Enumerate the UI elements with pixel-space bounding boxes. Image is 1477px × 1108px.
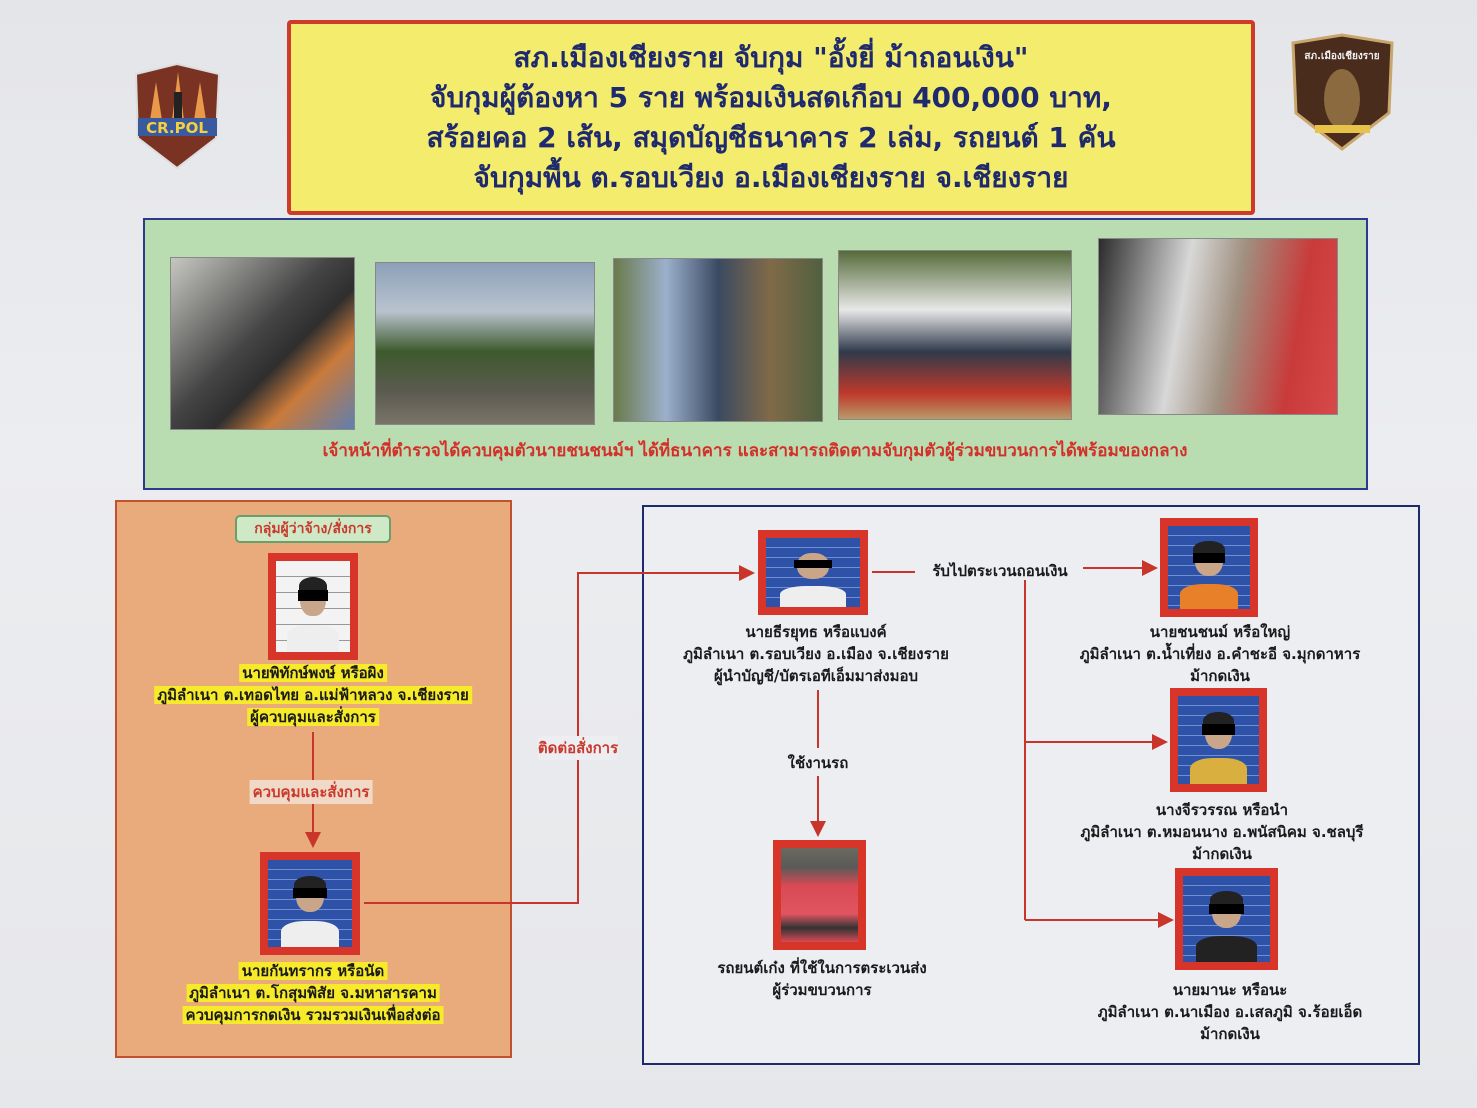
person-4-role: ม้ากดเงิน [1190, 667, 1250, 685]
car-use-label: ใช้งานรถ [787, 754, 849, 772]
employer-group-label: กลุ่มผู้ว่าจ้าง/สั่งการ [235, 515, 391, 543]
mugshot-person-3 [758, 530, 868, 615]
svg-text:สภ.เมืองเชียงราย: สภ.เมืองเชียงราย [1304, 50, 1379, 62]
person-1-hometown: ภูมิลำเนา ต.เทอดไทย อ.แม่ฟ้าหลวง จ.เชียง… [154, 686, 472, 704]
person-6-hometown: ภูมิลำเนา ต.นาเมือง อ.เสลภูมิ จ.ร้อยเอ็ด [1097, 1003, 1363, 1021]
withdraw-label: รับไปตระเวนถอนเงิน [932, 562, 1068, 580]
mugshot-person-5 [1170, 688, 1267, 792]
person-1-role: ผู้ควบคุมและสั่งการ [247, 708, 379, 726]
contact-command-label: ติดต่อสั่งการ [537, 736, 619, 760]
mugshot-person-1 [268, 553, 358, 660]
person-4-name: นายชนชนม์ หรือใหญ่ [1149, 623, 1291, 641]
person-3-role: ผู้นำบัญชี/บัตรเอทีเอ็มมาส่งมอบ [713, 667, 918, 685]
mueang-chiang-rai-police-logo: สภ.เมืองเชียงราย [1285, 33, 1400, 153]
arrest-photo-2 [375, 262, 595, 425]
person-3-info: นายธีรยุทธ หรือแบงค์ ภูมิลำเนา ต.รอบเวีย… [683, 621, 949, 687]
control-command-label: ควบคุมและสั่งการ [249, 780, 373, 804]
person-5-info: นางจีรวรรณ หรือนำ ภูมิลำเนา ต.หมอนนาง อ.… [1081, 799, 1364, 865]
mugshot-person-6 [1175, 868, 1278, 970]
arrest-photo-3 [613, 258, 823, 422]
person-3-name: นายธีรยุทธ หรือแบงค์ [745, 623, 887, 641]
arrest-photo-4 [838, 250, 1072, 420]
person-6-info: นายมานะ หรือนะ ภูมิลำเนา ต.นาเมือง อ.เสล… [1098, 979, 1363, 1045]
person-1-name: นายพิทักษ์พงษ์ หรือผิง [239, 664, 387, 682]
person-5-role: ม้ากดเงิน [1192, 845, 1252, 863]
arrest-photo-5 [1098, 238, 1338, 415]
person-2-info: นายกันทรากร หรือนัด ภูมิลำเนา ต.โกสุมพิส… [182, 960, 444, 1026]
car-info: รถยนต์เก๋ง ที่ใช้ในการตระเวนส่ง ผู้ร่วมข… [717, 957, 926, 1001]
photos-caption: เจ้าหน้าที่ตำรวจได้ควบคุมตัวนายชนชนม์ฯ ไ… [322, 441, 1188, 461]
svg-text:CR.POL: CR.POL [146, 119, 208, 137]
arrest-photo-1 [170, 257, 355, 430]
person-1-info: นายพิทักษ์พงษ์ หรือผิง ภูมิลำเนา ต.เทอดไ… [154, 662, 472, 728]
car-description-2: ผู้ร่วมขบวนการ [772, 981, 872, 999]
person-4-hometown: ภูมิลำเนา ต.น้ำเที่ยง อ.คำชะอี จ.มุกดาหา… [1079, 645, 1361, 663]
person-4-info: นายชนชนม์ หรือใหญ่ ภูมิลำเนา ต.น้ำเที่ยง… [1080, 621, 1361, 687]
car-photo [773, 840, 866, 950]
person-5-hometown: ภูมิลำเนา ต.หมอนนาง อ.พนัสนิคม จ.ชลบุรี [1080, 823, 1364, 841]
headline-line-3: สร้อยคอ 2 เส้น, สมุดบัญชีธนาคาร 2 เล่ม, … [426, 120, 1116, 154]
person-3-hometown: ภูมิลำเนา ต.รอบเวียง อ.เมือง จ.เชียงราย [683, 645, 949, 663]
headline-line-4: จับกุมพื้น ต.รอบเวียง อ.เมืองเชียงราย จ.… [473, 160, 1069, 194]
person-6-role: ม้ากดเงิน [1200, 1025, 1260, 1043]
mugshot-person-2 [260, 852, 360, 955]
mugshot-person-4 [1160, 518, 1258, 617]
person-6-name: นายมานะ หรือนะ [1172, 981, 1288, 999]
person-5-name: นางจีรวรรณ หรือนำ [1155, 801, 1289, 819]
car-description-1: รถยนต์เก๋ง ที่ใช้ในการตระเวนส่ง [717, 959, 927, 977]
person-2-name: นายกันทรากร หรือนัด [238, 962, 388, 980]
person-2-hometown: ภูมิลำเนา ต.โกสุมพิสัย จ.มหาสารคาม [186, 984, 440, 1002]
headline-banner: สภ.เมืองเชียงราย จับกุม "อั้งยี่ ม้าถอนเ… [287, 20, 1255, 215]
person-2-role: ควบคุมการกดเงิน รวมรวมเงินเพื่อส่งต่อ [182, 1006, 444, 1024]
headline-line-1: สภ.เมืองเชียงราย จับกุม "อั้งยี่ ม้าถอนเ… [513, 40, 1029, 74]
headline-line-2: จับกุมผู้ต้องหา 5 ราย พร้อมเงินสดเกือบ 4… [430, 80, 1112, 114]
cr-pol-logo: CR.POL [130, 60, 225, 172]
